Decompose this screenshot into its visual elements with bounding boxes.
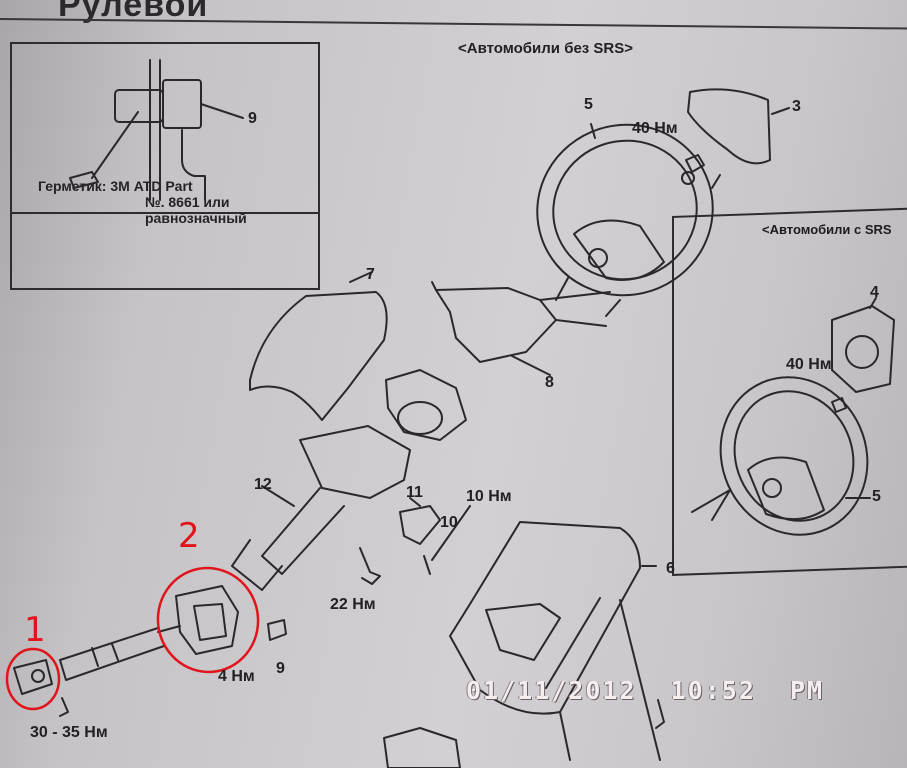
sealant-note: Герметик: 3М ATD Part №. 8661 или равноз… [38,178,247,226]
camera-date-stamp: 01/11/2012 10:52 PM [466,676,824,705]
lower-joint-1 [13,659,69,717]
horn-pad [687,88,790,189]
torque-10nm: 10 Нм [466,488,512,505]
lower-column-cover [449,521,665,761]
callout-7: 7 [366,266,375,283]
handwritten-mark-1: 1 [24,610,46,650]
red-circle-mark-1 [5,647,61,711]
sealant-detail-box [10,42,320,290]
red-circle-mark-2 [156,566,260,674]
torque-4nm: 4 Нм [218,668,255,685]
inset-divider [12,212,318,214]
steering-wheel-no-srs [536,123,714,297]
column-switch [431,277,621,376]
torque-40nm-top: 40 Нм [632,120,678,137]
steering-column [231,425,411,591]
callout-9-inset: 9 [248,110,257,127]
bottom-bracket [383,727,461,768]
steering-wheel-srs [691,376,871,536]
callout-6: 6 [666,560,675,577]
callout-12: 12 [254,476,272,493]
srs-airbag-module [831,297,895,413]
torque-30-35nm: 30 - 35 Нм [30,724,108,741]
callout-10: 10 [440,514,458,531]
stamp-time: 10:52 [670,676,756,705]
callout-11: 11 [406,484,423,501]
nut-top [681,154,705,185]
handwritten-mark-2: 2 [178,516,200,556]
bolt-22nm [359,547,381,585]
stamp-date: 01/11/2012 [466,676,637,705]
upper-column-cover [249,271,388,421]
variant-label-srs: <Автомобили с SRS [762,222,892,237]
sealant-note-line-2: №. 8661 или [145,194,230,210]
sealant-note-line-3: равнозначный [145,210,247,226]
sealant-note-line-1: Герметик: 3М ATD Part [38,178,193,194]
column-flange [385,369,467,441]
torque-40nm-srs: 40 Нм [786,356,832,373]
callout-8: 8 [545,374,554,391]
stamp-ampm: PM [790,676,825,705]
torque-22nm: 22 Нм [330,596,376,613]
bracket-11 [399,497,471,575]
variant-label-no-srs: <Автомобили без SRS> [458,40,634,57]
universal-joint-2 [157,585,239,655]
inset-bolt-drawing [69,59,244,201]
intermediate-shaft [59,619,287,681]
callout-9: 9 [276,660,285,677]
callout-3: 3 [792,98,801,115]
callout-4: 4 [870,284,879,301]
callout-5-srs: 5 [872,488,881,505]
callout-5-top: 5 [584,96,593,113]
